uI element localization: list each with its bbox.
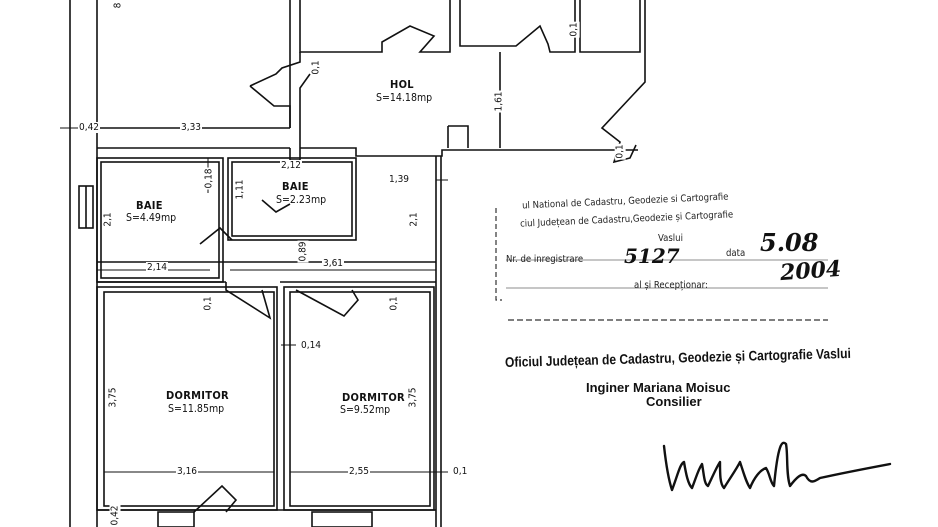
office-role: Consilier — [646, 394, 702, 409]
stamp-border — [495, 208, 828, 321]
dim-1-61: 1,61 — [493, 90, 505, 113]
room-area-dormitor-right: S=9.52mp — [340, 404, 391, 416]
room-name-dormitor-left: DORMITOR — [166, 389, 229, 402]
office-engineer: Inginer Mariana Moisuc — [586, 380, 731, 395]
dim-0-89: 0,89 — [297, 240, 309, 263]
stamp-line-3: Vaslui — [658, 233, 683, 244]
dim-0-42-top: 0,42 — [78, 122, 101, 133]
dim-0-1-top-right: 0,1 — [568, 21, 580, 38]
room-name-baie-left: BAIE — [136, 199, 163, 212]
stamp-date-label: data — [726, 248, 746, 259]
dim-1-39: 1,39 — [388, 174, 411, 185]
stamp-date-value: 5.08 — [760, 228, 819, 257]
dim-3-75-right: 3,75 — [407, 386, 419, 409]
room-name-dormitor-right: DORMITOR — [342, 391, 405, 404]
stamp-receptie: al și Recepționar: — [634, 280, 708, 291]
dim-8-top: 8 — [112, 1, 124, 10]
stamp-reg-number: 5127 — [624, 244, 680, 268]
dim-2-14: 2,14 — [146, 262, 169, 273]
dim-3-75-left: 3,75 — [107, 386, 119, 409]
dim-2-12: 2,12 — [280, 160, 303, 171]
stamp-reg-label: Nr. de inregistrare — [506, 254, 584, 265]
room-area-baie-left: S=4.49mp — [126, 212, 177, 224]
dim-3-61: 3,61 — [322, 258, 345, 269]
dim-0-42-bottom: 0,42 — [109, 504, 121, 527]
dim-0-1-hol-left: 0,1 — [310, 59, 322, 76]
room-area-baie-small: S=2.23mp — [276, 194, 327, 206]
dim-2-1-mid: 2,1 — [408, 211, 420, 228]
dim-0-18: 0,18 — [203, 167, 215, 190]
room-area-dormitor-left: S=11.85mp — [168, 403, 225, 415]
registration-stamp: ul National de Cadastru, Geodezie si Car… — [492, 190, 842, 326]
dim-3-16: 3,16 — [176, 466, 199, 477]
dim-3-33: 3,33 — [180, 122, 203, 133]
room-name-hol: HOL — [390, 78, 414, 91]
dim-0-1-bottom: 0,1 — [452, 466, 469, 477]
dim-1-11: 1,11 — [234, 178, 246, 201]
room-area-hol: S=14.18mp — [376, 92, 433, 104]
dim-2-1-baie: 2,1 — [102, 211, 114, 228]
dim-0-1-mid: 0,1 — [388, 295, 400, 312]
dim-0-1-left: 0,1 — [202, 295, 214, 312]
signature — [662, 441, 892, 492]
dim-0-14: 0,14 — [300, 340, 323, 351]
room-name-baie-small: BAIE — [282, 180, 309, 193]
stamp-year: 2004 — [779, 255, 843, 287]
dim-2-55: 2,55 — [348, 466, 371, 477]
dim-0-1-hol-right: 0,1 — [614, 143, 626, 160]
